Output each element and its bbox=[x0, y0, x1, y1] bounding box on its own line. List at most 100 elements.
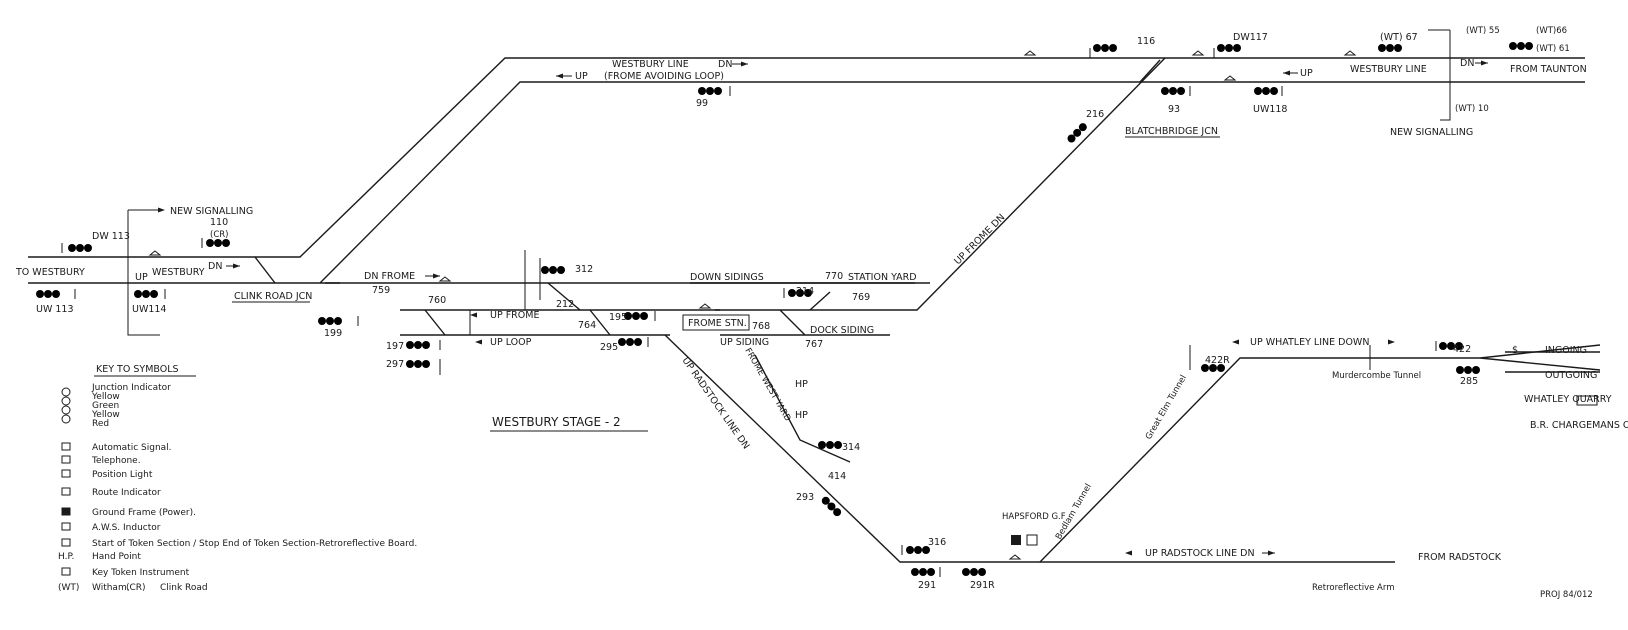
signal-414-label: 414 bbox=[828, 471, 846, 482]
signal-uw118-label: UW118 bbox=[1253, 104, 1287, 115]
key-item-witham: Witham. bbox=[92, 583, 130, 593]
wt66-label: (WT)66 bbox=[1536, 26, 1567, 36]
key-item-automatic-signal: Automatic Signal. bbox=[92, 443, 172, 453]
signal-291r-icon bbox=[962, 568, 986, 576]
key-item-aspect-green: Green bbox=[92, 401, 119, 411]
ingoing-label: INGOING bbox=[1545, 345, 1587, 356]
key-item-telephone: Telephone. bbox=[91, 456, 141, 466]
aws-inductor-icon bbox=[1192, 50, 1204, 56]
dock-siding bbox=[779, 309, 890, 336]
boundary-markers bbox=[127, 29, 1451, 370]
signal-297-label: 297 bbox=[386, 359, 404, 370]
telephone-icon bbox=[61, 455, 71, 464]
signal-212-label: 212 bbox=[556, 299, 574, 310]
signal-195-label: 195 bbox=[609, 312, 627, 323]
aws-inductor-icon bbox=[439, 276, 451, 282]
signal-759-label: 759 bbox=[372, 285, 390, 296]
signal-285-icon bbox=[1456, 366, 1480, 374]
key-item-position-light: Position Light bbox=[92, 470, 153, 480]
up-label-west: UP bbox=[135, 272, 148, 283]
murdercombe-tunnel-label: Murdercombe Tunnel bbox=[1332, 371, 1421, 381]
signal-312-label: 312 bbox=[575, 264, 593, 275]
wt61-label: (WT) 61 bbox=[1536, 44, 1570, 54]
from-taunton-label: FROM TAUNTON bbox=[1510, 64, 1587, 75]
frome-avoiding-loop-label: (FROME AVOIDING LOOP) bbox=[604, 71, 724, 82]
br-chargemans-office-label: B.R. CHARGEMANS OFFICE bbox=[1530, 420, 1628, 431]
signal-291-label: 291 bbox=[918, 580, 936, 591]
whatley-line bbox=[1039, 344, 1601, 563]
signal-uw114-label: UW114 bbox=[132, 304, 166, 315]
signal-297-icon bbox=[406, 359, 441, 375]
signal-295-icon bbox=[618, 337, 649, 347]
signal-116-icon bbox=[1089, 44, 1117, 58]
hp-label-2: HP bbox=[795, 410, 808, 421]
aws-inductor-icon bbox=[699, 303, 711, 309]
signal-285-label: 285 bbox=[1460, 376, 1478, 387]
key-symbol-hand-point: H.P. bbox=[58, 552, 74, 562]
up-whatley-line-down-label: UP WHATLEY LINE DOWN bbox=[1250, 337, 1369, 348]
signal-199-icon bbox=[318, 316, 359, 326]
key-item-aspect-yellow-2: Yellow bbox=[91, 410, 120, 420]
dn-frome-label: DN FROME bbox=[364, 271, 415, 282]
new-signalling-east-label: NEW SIGNALLING bbox=[1390, 127, 1473, 138]
signal-768-label: 768 bbox=[752, 321, 770, 332]
signal-291r-label: 291R bbox=[970, 580, 995, 591]
key-item-hand-point: Hand Point bbox=[92, 552, 141, 562]
signal-99-icon bbox=[698, 86, 731, 96]
wt-signal-group-icon bbox=[1509, 42, 1533, 50]
wt55-label: (WT) 55 bbox=[1466, 26, 1500, 36]
frome-west-yard bbox=[754, 354, 851, 463]
cr-note: (CR) bbox=[210, 230, 228, 240]
signal-422r-label: 422R bbox=[1205, 355, 1230, 366]
key-item-aspect-red: Red bbox=[92, 419, 109, 429]
track-network bbox=[28, 57, 1601, 563]
signal-uw113-label: UW 113 bbox=[36, 304, 74, 315]
signal-uw114-icon bbox=[134, 289, 166, 299]
ground-frame-icon bbox=[1011, 535, 1021, 545]
from-radstock-label: FROM RADSTOCK bbox=[1418, 552, 1502, 563]
signal-760-label: 760 bbox=[428, 295, 446, 306]
frome-west-yard-label: FROME WEST YARD bbox=[742, 347, 792, 424]
up-label-east: UP bbox=[1300, 68, 1313, 79]
token-board-icon bbox=[61, 538, 71, 547]
key-symbol-clink-road: (CR) bbox=[126, 583, 146, 593]
westbury-line-label: WESTBURY LINE bbox=[612, 59, 689, 70]
signals: 116 DW117 (WT) 67 93 UW118 99 216 DW 113… bbox=[36, 32, 1480, 591]
key-item-junction-indicator: Junction Indicator bbox=[91, 383, 171, 393]
key-aspect-icon bbox=[61, 414, 71, 424]
aws-inductor-icon bbox=[61, 522, 71, 531]
aws-inductor-icon bbox=[1009, 554, 1021, 560]
signal-dw113-label: DW 113 bbox=[92, 231, 130, 242]
office-box bbox=[1576, 395, 1598, 406]
aws-inductor-icon bbox=[1344, 50, 1356, 56]
wt10-label: (WT) 10 bbox=[1455, 104, 1489, 114]
down-sidings-label: DOWN SIDINGS bbox=[690, 272, 764, 283]
aws-inductor-icon bbox=[1024, 50, 1036, 56]
signal-312-icon bbox=[539, 258, 565, 300]
up-loop-label: UP LOOP bbox=[490, 337, 532, 348]
retroreflective-arm-label: Retroreflective Arm bbox=[1312, 583, 1395, 593]
radstock-line-diagonal bbox=[664, 334, 1040, 563]
signal-dw117-icon bbox=[1213, 44, 1241, 58]
aws-inductor-icon bbox=[1224, 75, 1236, 81]
key-item-ground-frame: Ground Frame (Power). bbox=[92, 508, 196, 518]
key-item-clink-road: Clink Road bbox=[160, 583, 208, 593]
frome-stn-box bbox=[682, 314, 750, 331]
signal-422-label: 422 bbox=[1453, 344, 1471, 355]
signal-214-icon bbox=[783, 288, 812, 298]
dn-label-east: DN bbox=[1460, 58, 1474, 69]
blatchbridge-connection bbox=[1139, 59, 1161, 83]
signal-116-label: 116 bbox=[1137, 36, 1155, 47]
symbol-key: KEY TO SYMBOLS Junction IndicatorYellowG… bbox=[58, 364, 417, 593]
signal-769-label: 769 bbox=[852, 292, 870, 303]
signal-216-icon bbox=[1065, 121, 1089, 145]
drawing-ref: PROJ 84/012 bbox=[1540, 590, 1593, 600]
up-label: UP bbox=[575, 71, 588, 82]
great-elm-tunnel-label: Great Elm Tunnel bbox=[1144, 373, 1189, 441]
signal-422-icon bbox=[1435, 341, 1463, 351]
westbury-line-down bbox=[28, 57, 1585, 258]
key-item-token-board: Start of Token Section / Stop End of Tok… bbox=[92, 539, 417, 549]
signal-uw113-icon bbox=[36, 289, 76, 299]
up-radstock-line-dn-label: UP RADSTOCK LINE DN bbox=[1145, 548, 1255, 559]
dn-label: DN bbox=[718, 59, 732, 70]
